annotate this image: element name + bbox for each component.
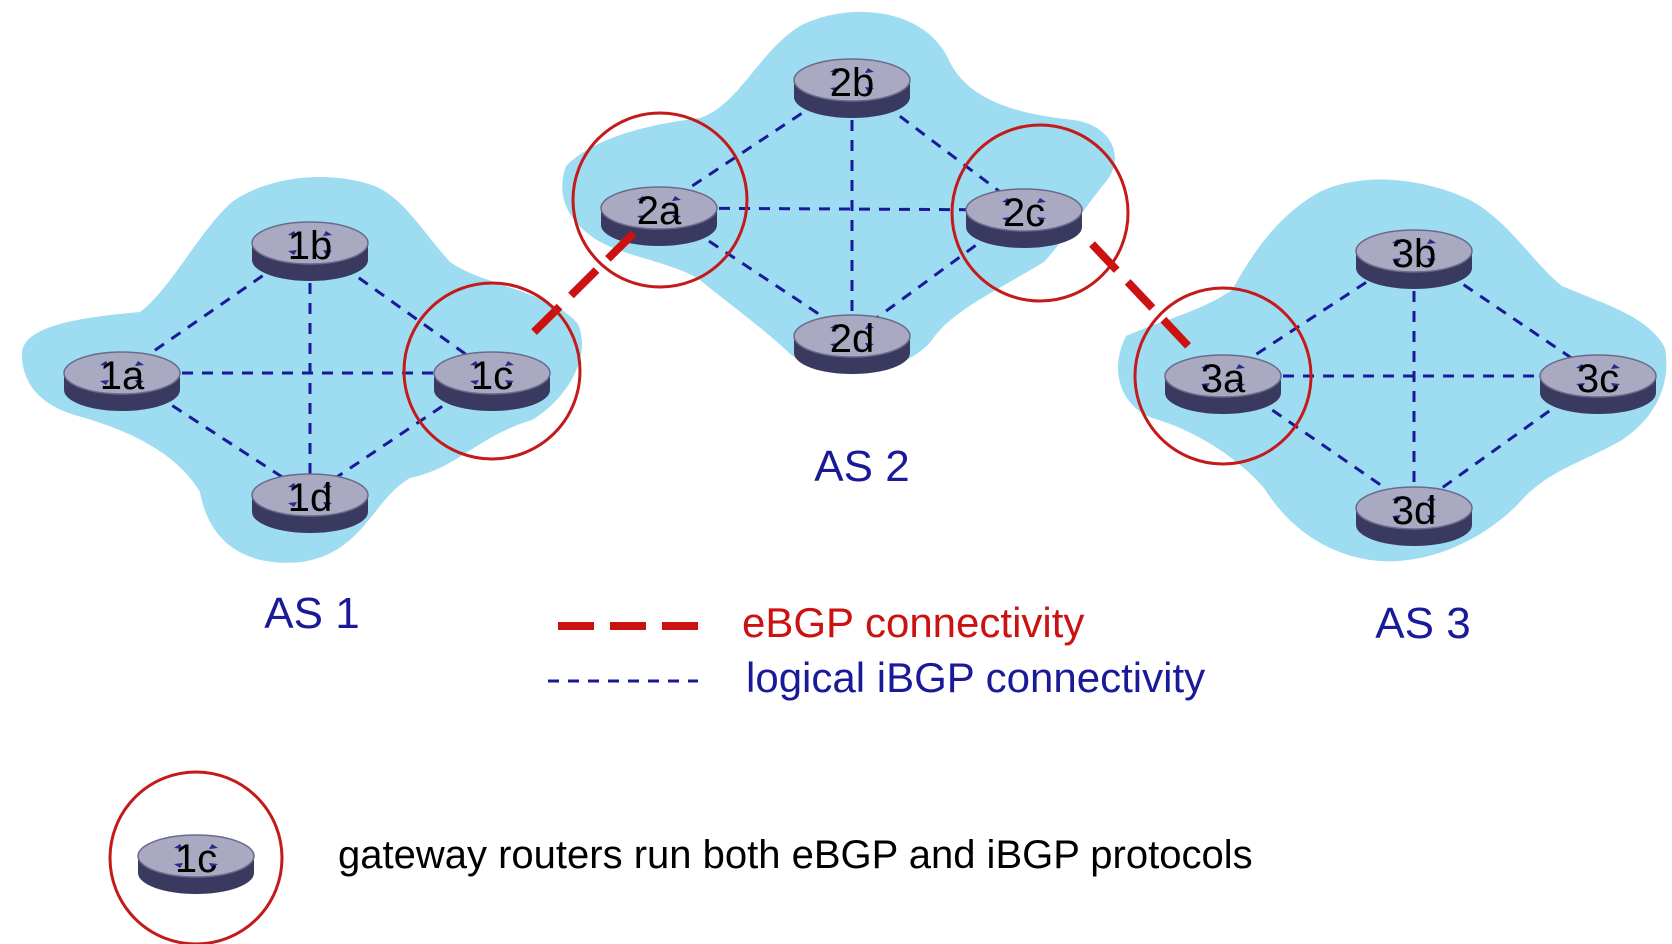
router-3d: 3d [1355, 486, 1473, 546]
router-3b: 3b [1355, 229, 1473, 289]
routers: 1a 1b 1c 1d 2a 2b 2c 2d 3a 3b 3c 3d [63, 58, 1657, 546]
router-2b: 2b [793, 58, 911, 118]
note-text: gateway routers run both eBGP and iBGP p… [338, 833, 1253, 877]
router-2d: 2d [793, 314, 911, 374]
ebgp-link-2c-3a [1089, 241, 1195, 353]
router-3d-label: 3d [1392, 489, 1437, 533]
note-router-icon: 1c [137, 834, 255, 894]
router-3a: 3a [1164, 354, 1282, 414]
gateway-ring-3a [1133, 286, 1313, 466]
note-router-label: 1c [175, 837, 217, 881]
router-3b-label: 3b [1392, 232, 1437, 276]
router-2a-label: 2a [637, 189, 682, 233]
router-1c: 1c [433, 351, 551, 411]
router-2d-label: 2d [830, 317, 875, 361]
ibgp-link-2c-2d [851, 208, 1025, 338]
as2-label: AS 2 [814, 442, 909, 491]
gateway-ring-1c [402, 281, 582, 461]
as1-label: AS 1 [264, 589, 359, 638]
ebgp-link-1c-2a [531, 230, 637, 335]
ebgp-links [531, 230, 1195, 353]
ibgp-link-1b-1c [309, 241, 493, 375]
router-2b-label: 2b [830, 61, 875, 105]
router-3a-label: 3a [1201, 357, 1246, 401]
ibgp-link-1a-1d [121, 371, 311, 497]
router-1a-label: 1a [100, 354, 145, 398]
router-1b-label: 1b [288, 224, 333, 268]
ibgp-link-1c-1d [309, 371, 493, 497]
legend-ibgp-label: logical iBGP connectivity [746, 654, 1205, 701]
legend-ebgp-label: eBGP connectivity [742, 599, 1084, 646]
as3-label: AS 3 [1375, 599, 1470, 648]
gateway-note: 1c gateway routers run both eBGP and iBG… [108, 770, 1253, 944]
as2-cloud [562, 11, 1115, 373]
ibgp-link-3b-3c [1413, 249, 1599, 378]
router-2a: 2a [600, 186, 718, 246]
as1-cloud [21, 176, 583, 563]
gateway-rings [402, 111, 1313, 466]
ibgp-link-2b-2c [851, 78, 1025, 212]
router-2c-label: 2c [1003, 191, 1045, 235]
router-1a: 1a [63, 351, 181, 411]
router-2c: 2c [965, 188, 1083, 248]
gateway-ring-2c [950, 123, 1130, 303]
ibgp-link-2a-2c [658, 206, 1025, 212]
router-1d-label: 1d [288, 476, 333, 520]
as-clouds [21, 11, 1667, 563]
gateway-ring-2a [571, 111, 749, 289]
ibgp-link-3c-3d [1413, 374, 1599, 510]
router-3c: 3c [1539, 354, 1657, 414]
router-1c-label: 1c [471, 354, 513, 398]
legend: eBGP connectivity logical iBGP connectiv… [548, 599, 1205, 701]
router-1d: 1d [251, 473, 369, 533]
as3-cloud [1118, 179, 1667, 562]
note-router: 1c [137, 834, 255, 894]
router-1b: 1b [251, 221, 369, 281]
router-3c-label: 3c [1577, 357, 1619, 401]
note-gateway-ring [108, 770, 284, 944]
